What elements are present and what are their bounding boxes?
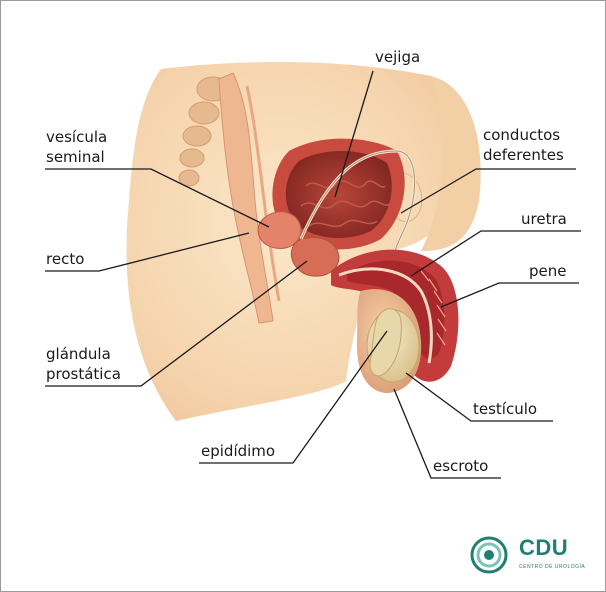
label-conductos-deferentes: conductos deferentes bbox=[483, 125, 564, 165]
leader-vejiga bbox=[335, 71, 373, 197]
label-epididimo: epidídimo bbox=[201, 443, 275, 460]
leader-vesicula bbox=[45, 169, 269, 227]
label-vesicula-line2: seminal bbox=[46, 147, 107, 167]
label-glandula-prostatica: glándula prostática bbox=[46, 344, 121, 384]
label-vesicula-line1: vesícula bbox=[46, 127, 107, 147]
label-pene: pene bbox=[529, 263, 567, 280]
logo-subtitle: CENTRO DE UROLOGÍA bbox=[519, 564, 585, 570]
label-escroto: escroto bbox=[433, 458, 488, 475]
label-vesicula-seminal: vesícula seminal bbox=[46, 127, 107, 167]
label-conductos-line1: conductos bbox=[483, 125, 564, 145]
label-uretra: uretra bbox=[521, 211, 567, 228]
label-vejiga: vejiga bbox=[375, 49, 420, 66]
label-conductos-line2: deferentes bbox=[483, 145, 564, 165]
label-recto: recto bbox=[46, 251, 84, 268]
leader-pene bbox=[441, 283, 579, 307]
label-glandula-line2: prostática bbox=[46, 364, 121, 384]
label-glandula-line1: glándula bbox=[46, 344, 121, 364]
leader-conductos bbox=[401, 169, 576, 213]
label-testiculo: testículo bbox=[473, 401, 537, 418]
logo-name: CDU bbox=[519, 535, 568, 561]
